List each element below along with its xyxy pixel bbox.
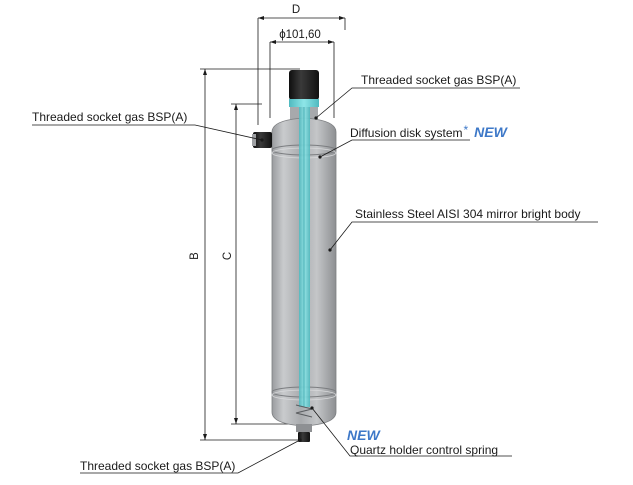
dimension-c-label: C: [222, 252, 234, 260]
spring: [295, 404, 313, 418]
dimension-b-label: B: [189, 252, 201, 260]
label-bottom-socket: Threaded socket gas BSP(A): [80, 459, 235, 473]
label-spring-new: NEW: [347, 427, 381, 443]
label-body: Stainless Steel AISI 304 mirror bright b…: [355, 207, 580, 221]
label-diffusion: Diffusion disk system* NEW: [350, 123, 509, 140]
leader-lines: [32, 87, 598, 474]
label-diffusion-new: NEW: [474, 124, 508, 140]
dimension-d-label: D: [292, 4, 300, 16]
sterilizer-unit: [252, 70, 337, 442]
label-diffusion-asterisk: *: [463, 123, 468, 137]
quartz-ring: [289, 99, 319, 107]
dimension-b: B: [189, 68, 305, 441]
bottom-fitting: [296, 424, 312, 432]
dimension-d: D: [257, 4, 346, 125]
dimension-diameter: ϕ101,60: [269, 29, 335, 118]
top-cap: [289, 70, 319, 100]
dimension-diameter-label: ϕ101,60: [279, 29, 321, 41]
label-diffusion-text: Diffusion disk system: [350, 126, 462, 140]
label-side-socket: Threaded socket gas BSP(A): [32, 110, 187, 124]
label-top-socket: Threaded socket gas BSP(A): [361, 73, 516, 87]
label-spring: Quartz holder control spring: [350, 443, 498, 457]
quartz-tube: [299, 107, 310, 407]
